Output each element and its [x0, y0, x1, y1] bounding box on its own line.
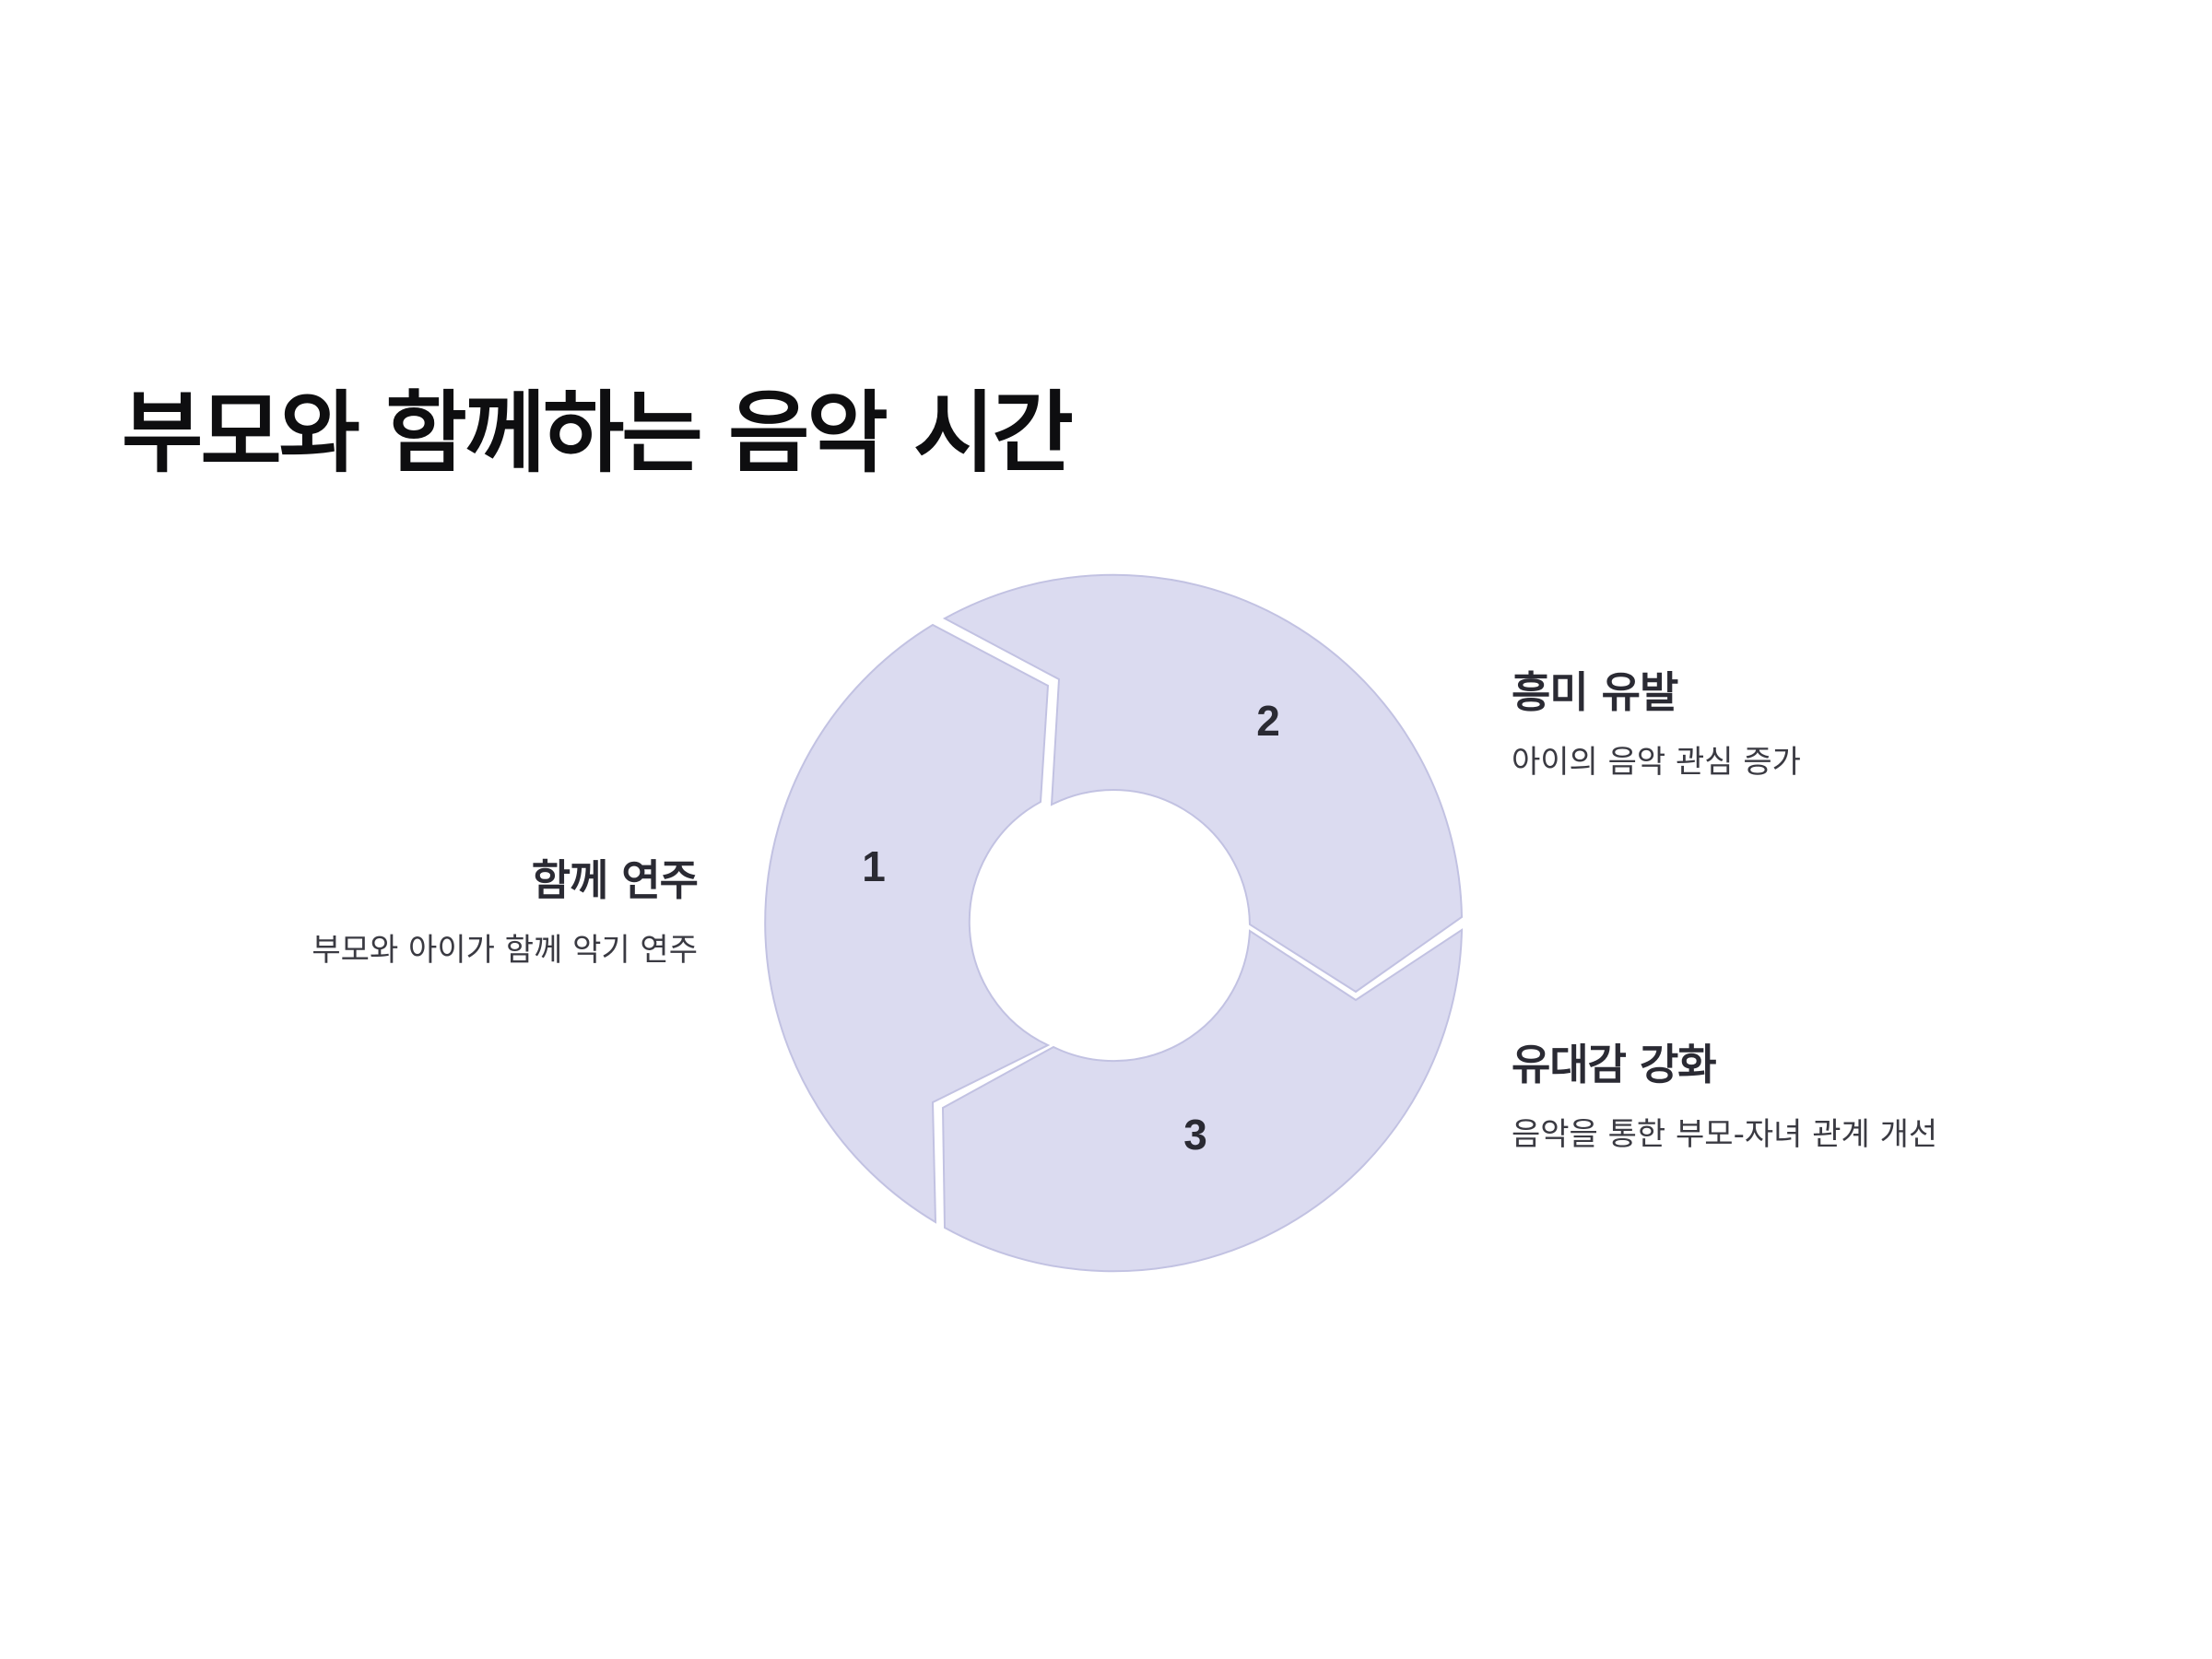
step-label-1: 함께 연주 부모와 아이가 함께 악기 연주 [312, 855, 699, 970]
step-heading-2: 흥미 유발 [1512, 667, 1678, 717]
step-heading-3: 유대감 강화 [1512, 1040, 1717, 1089]
step-number-1: 1 [862, 842, 886, 890]
step-label-3: 유대감 강화 음악을 통한 부모-자녀 관계 개선 [1512, 1040, 1937, 1154]
step-description-2: 아이의 음악 관심 증가 [1512, 744, 1801, 782]
step-description-1: 부모와 아이가 함께 악기 연주 [312, 932, 698, 970]
step-description-3: 음악을 통한 부모-자녀 관계 개선 [1512, 1116, 1938, 1154]
step-label-2: 흥미 유발 아이의 음악 관심 증가 [1512, 667, 1801, 782]
cycle-segment-2 [942, 573, 1464, 994]
cycle-segment-3 [941, 928, 1464, 1273]
step-number-3: 3 [1183, 1111, 1207, 1159]
step-number-2: 2 [1256, 697, 1280, 745]
page-title: 부모와 함께하는 음악 시간 [122, 382, 1074, 485]
step-heading-1: 함께 연주 [531, 855, 699, 905]
cycle-segment-1 [764, 623, 1051, 1224]
